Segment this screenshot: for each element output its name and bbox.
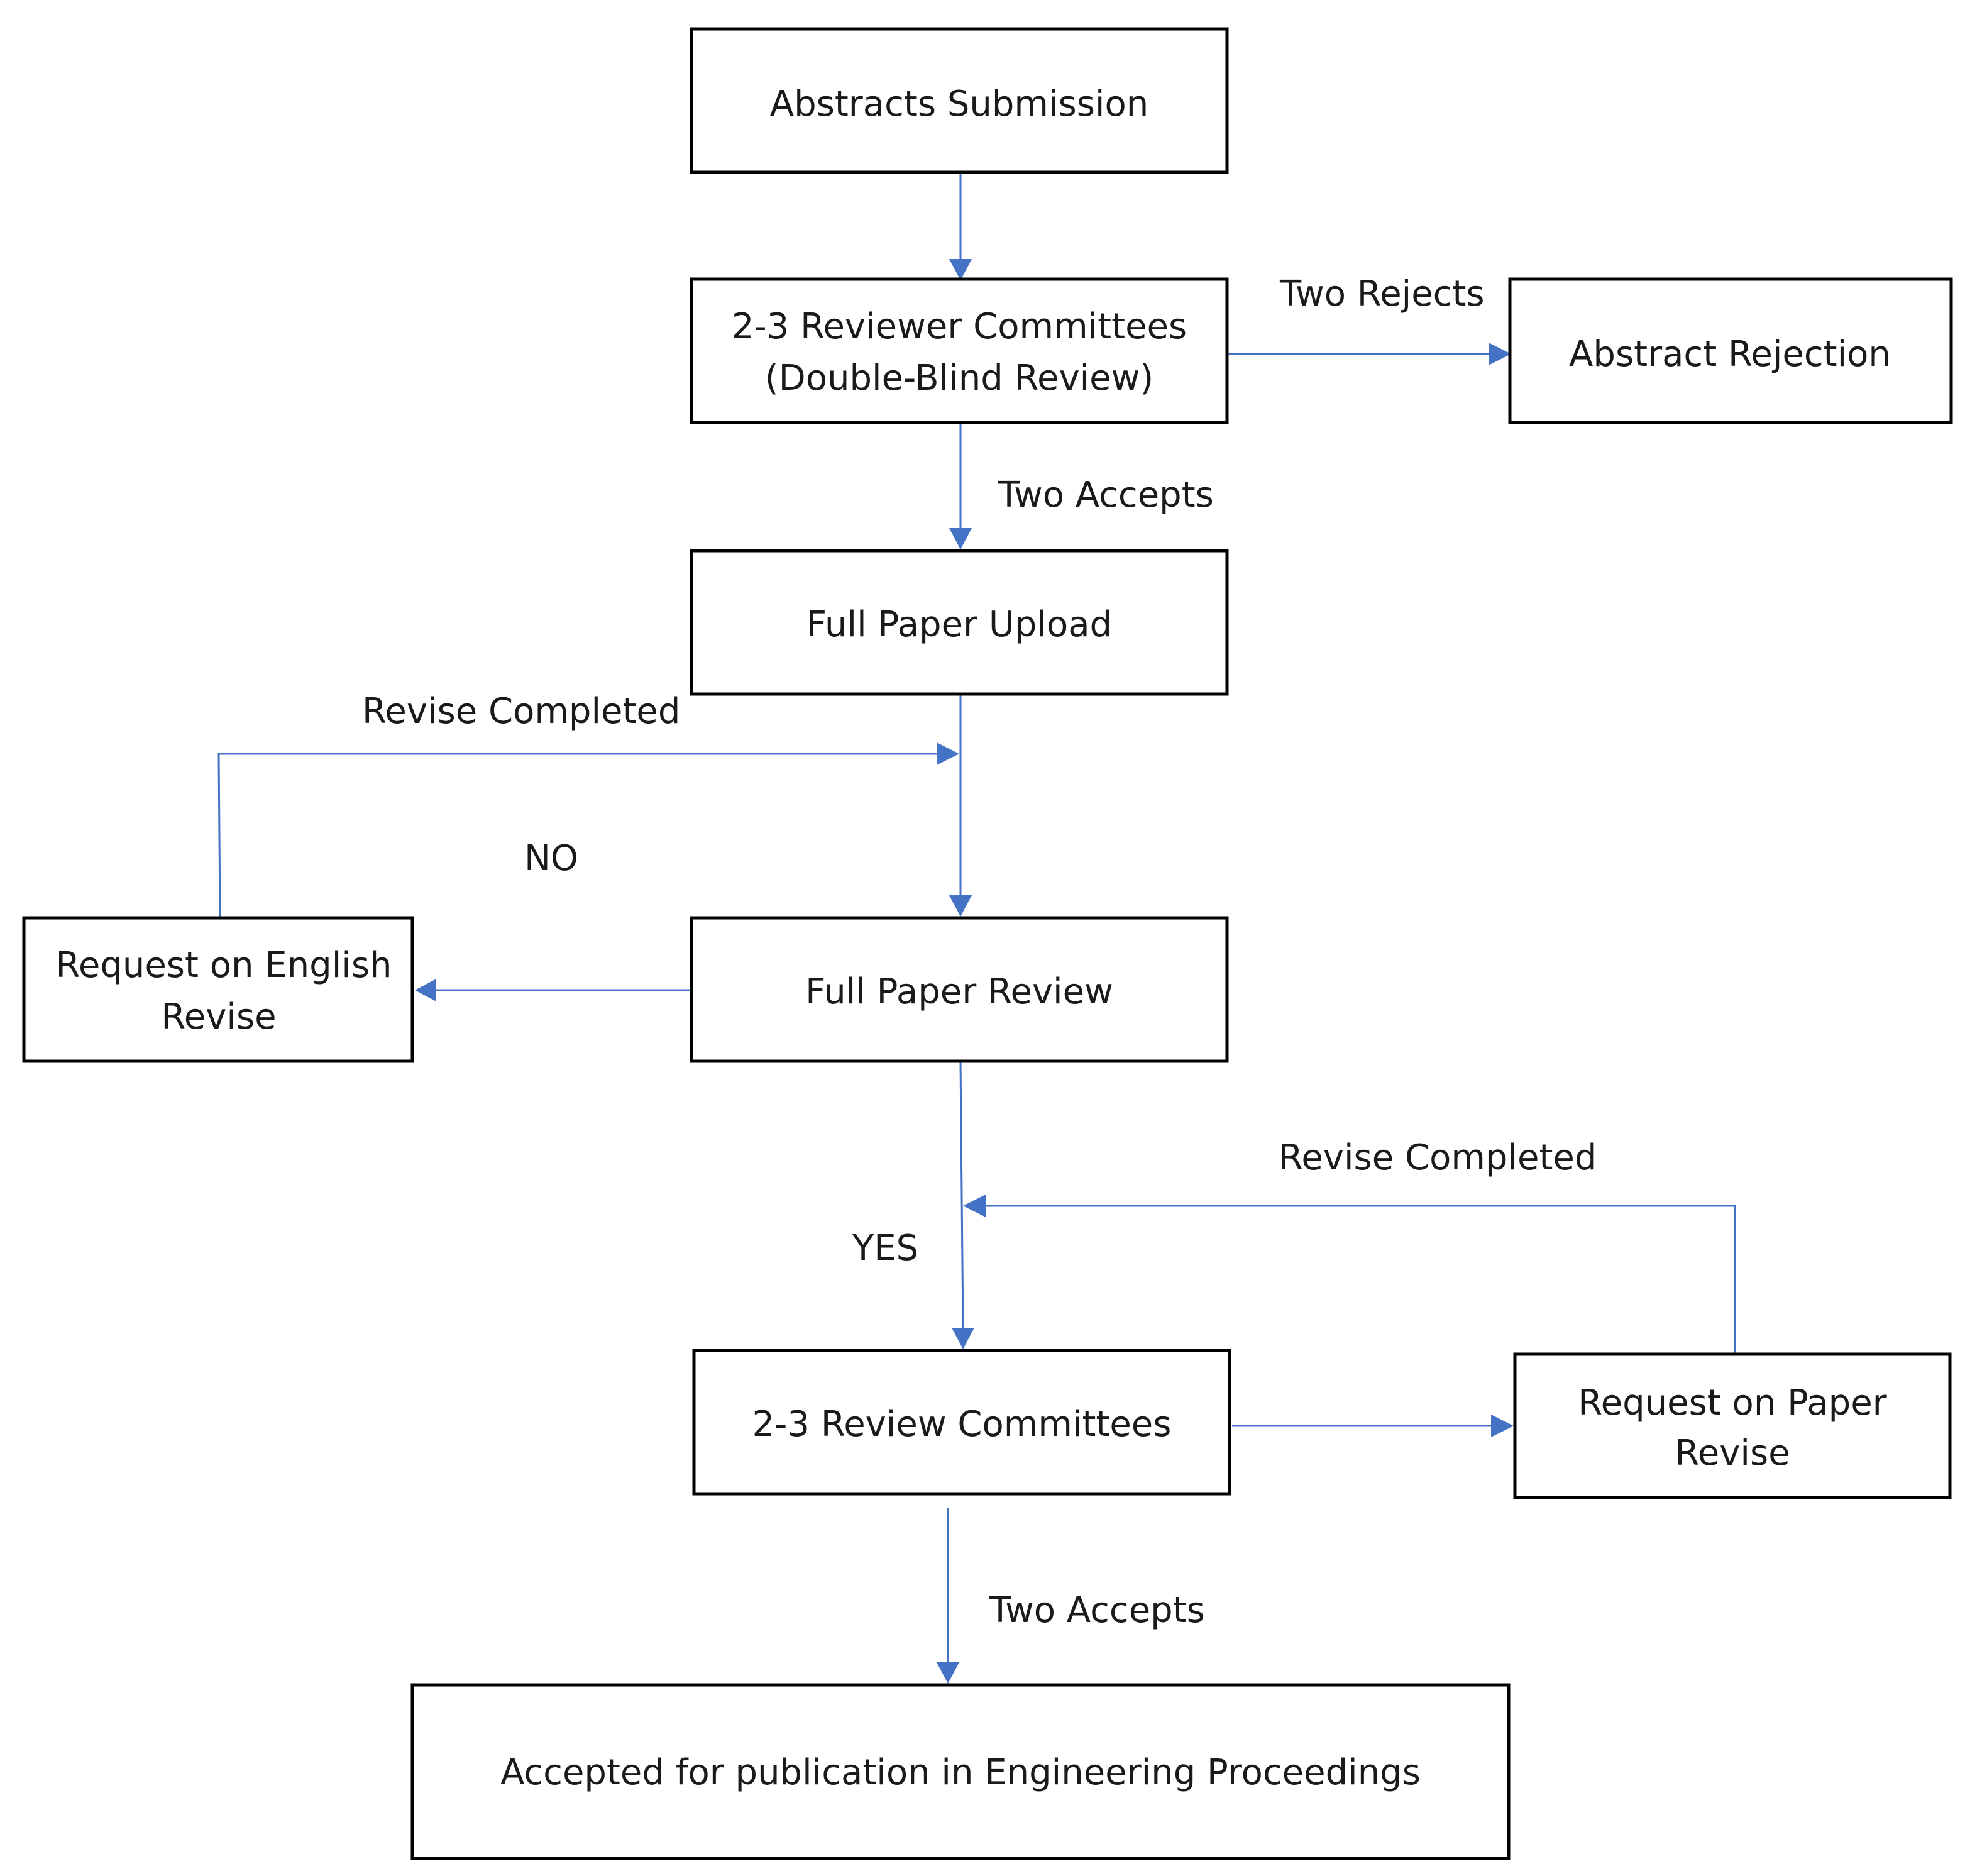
node-label: Request on English bbox=[55, 945, 392, 986]
node-label: Revise bbox=[161, 996, 276, 1037]
node-reviewer-committees: 2-3 Reviewer Committees (Double-Blind Re… bbox=[690, 277, 1229, 424]
label-revise-completed: Revise Completed bbox=[362, 691, 680, 732]
label-no: NO bbox=[524, 838, 578, 879]
label-two-rejects: Two Rejects bbox=[1279, 273, 1485, 314]
node-label: 2-3 Review Committees bbox=[752, 1404, 1172, 1445]
node-full-paper-review: Full Paper Review bbox=[690, 916, 1229, 1063]
arrowhead bbox=[415, 979, 436, 1001]
node-review-committees: 2-3 Review Committees bbox=[692, 1349, 1231, 1496]
arrowhead bbox=[937, 1662, 959, 1684]
label-yes: YES bbox=[852, 1228, 918, 1269]
node-abstract-rejection: Abstract Rejection bbox=[1508, 277, 1953, 424]
label-two-accepts: Two Accepts bbox=[998, 475, 1214, 516]
node-accepted: Accepted for publication in Engineering … bbox=[410, 1683, 1511, 1860]
arrowhead bbox=[1489, 343, 1511, 365]
connectors bbox=[217, 174, 1736, 1684]
node-label: (Double-Blind Review) bbox=[765, 358, 1154, 399]
node-label: 2-3 Reviewer Committees bbox=[732, 306, 1187, 347]
arrowhead bbox=[949, 528, 972, 549]
label-two-accepts: Two Accepts bbox=[989, 1590, 1205, 1631]
connector-paper-revise-loop bbox=[986, 1205, 1736, 1353]
node-label: Full Paper Review bbox=[805, 971, 1113, 1012]
connector-full-review-to-committees bbox=[959, 1061, 964, 1328]
node-label: Abstract Rejection bbox=[1569, 334, 1891, 375]
node-label: Revise bbox=[1675, 1433, 1790, 1474]
arrowhead bbox=[949, 259, 972, 280]
arrowhead bbox=[949, 895, 972, 917]
arrowhead bbox=[963, 1195, 986, 1217]
node-full-paper-upload: Full Paper Upload bbox=[690, 549, 1229, 696]
edge-labels: Two Rejects Two Accepts Revise Completed… bbox=[362, 273, 1597, 1631]
node-label: Abstracts Submission bbox=[770, 84, 1148, 124]
arrowhead bbox=[937, 742, 959, 765]
node-label: Accepted for publication in Engineering … bbox=[500, 1752, 1421, 1793]
arrowhead bbox=[1491, 1415, 1514, 1437]
arrowhead bbox=[952, 1328, 974, 1349]
node-abstracts-submission: Abstracts Submission bbox=[690, 27, 1229, 174]
node-request-english-revise: Request on English Revise bbox=[22, 916, 414, 1063]
node-label: Full Paper Upload bbox=[806, 604, 1112, 645]
label-revise-completed: Revise Completed bbox=[1279, 1137, 1597, 1178]
node-request-paper-revise: Request on Paper Revise bbox=[1513, 1352, 1952, 1499]
connector-english-revise-loop bbox=[217, 753, 937, 919]
node-label: Request on Paper bbox=[1578, 1382, 1887, 1423]
